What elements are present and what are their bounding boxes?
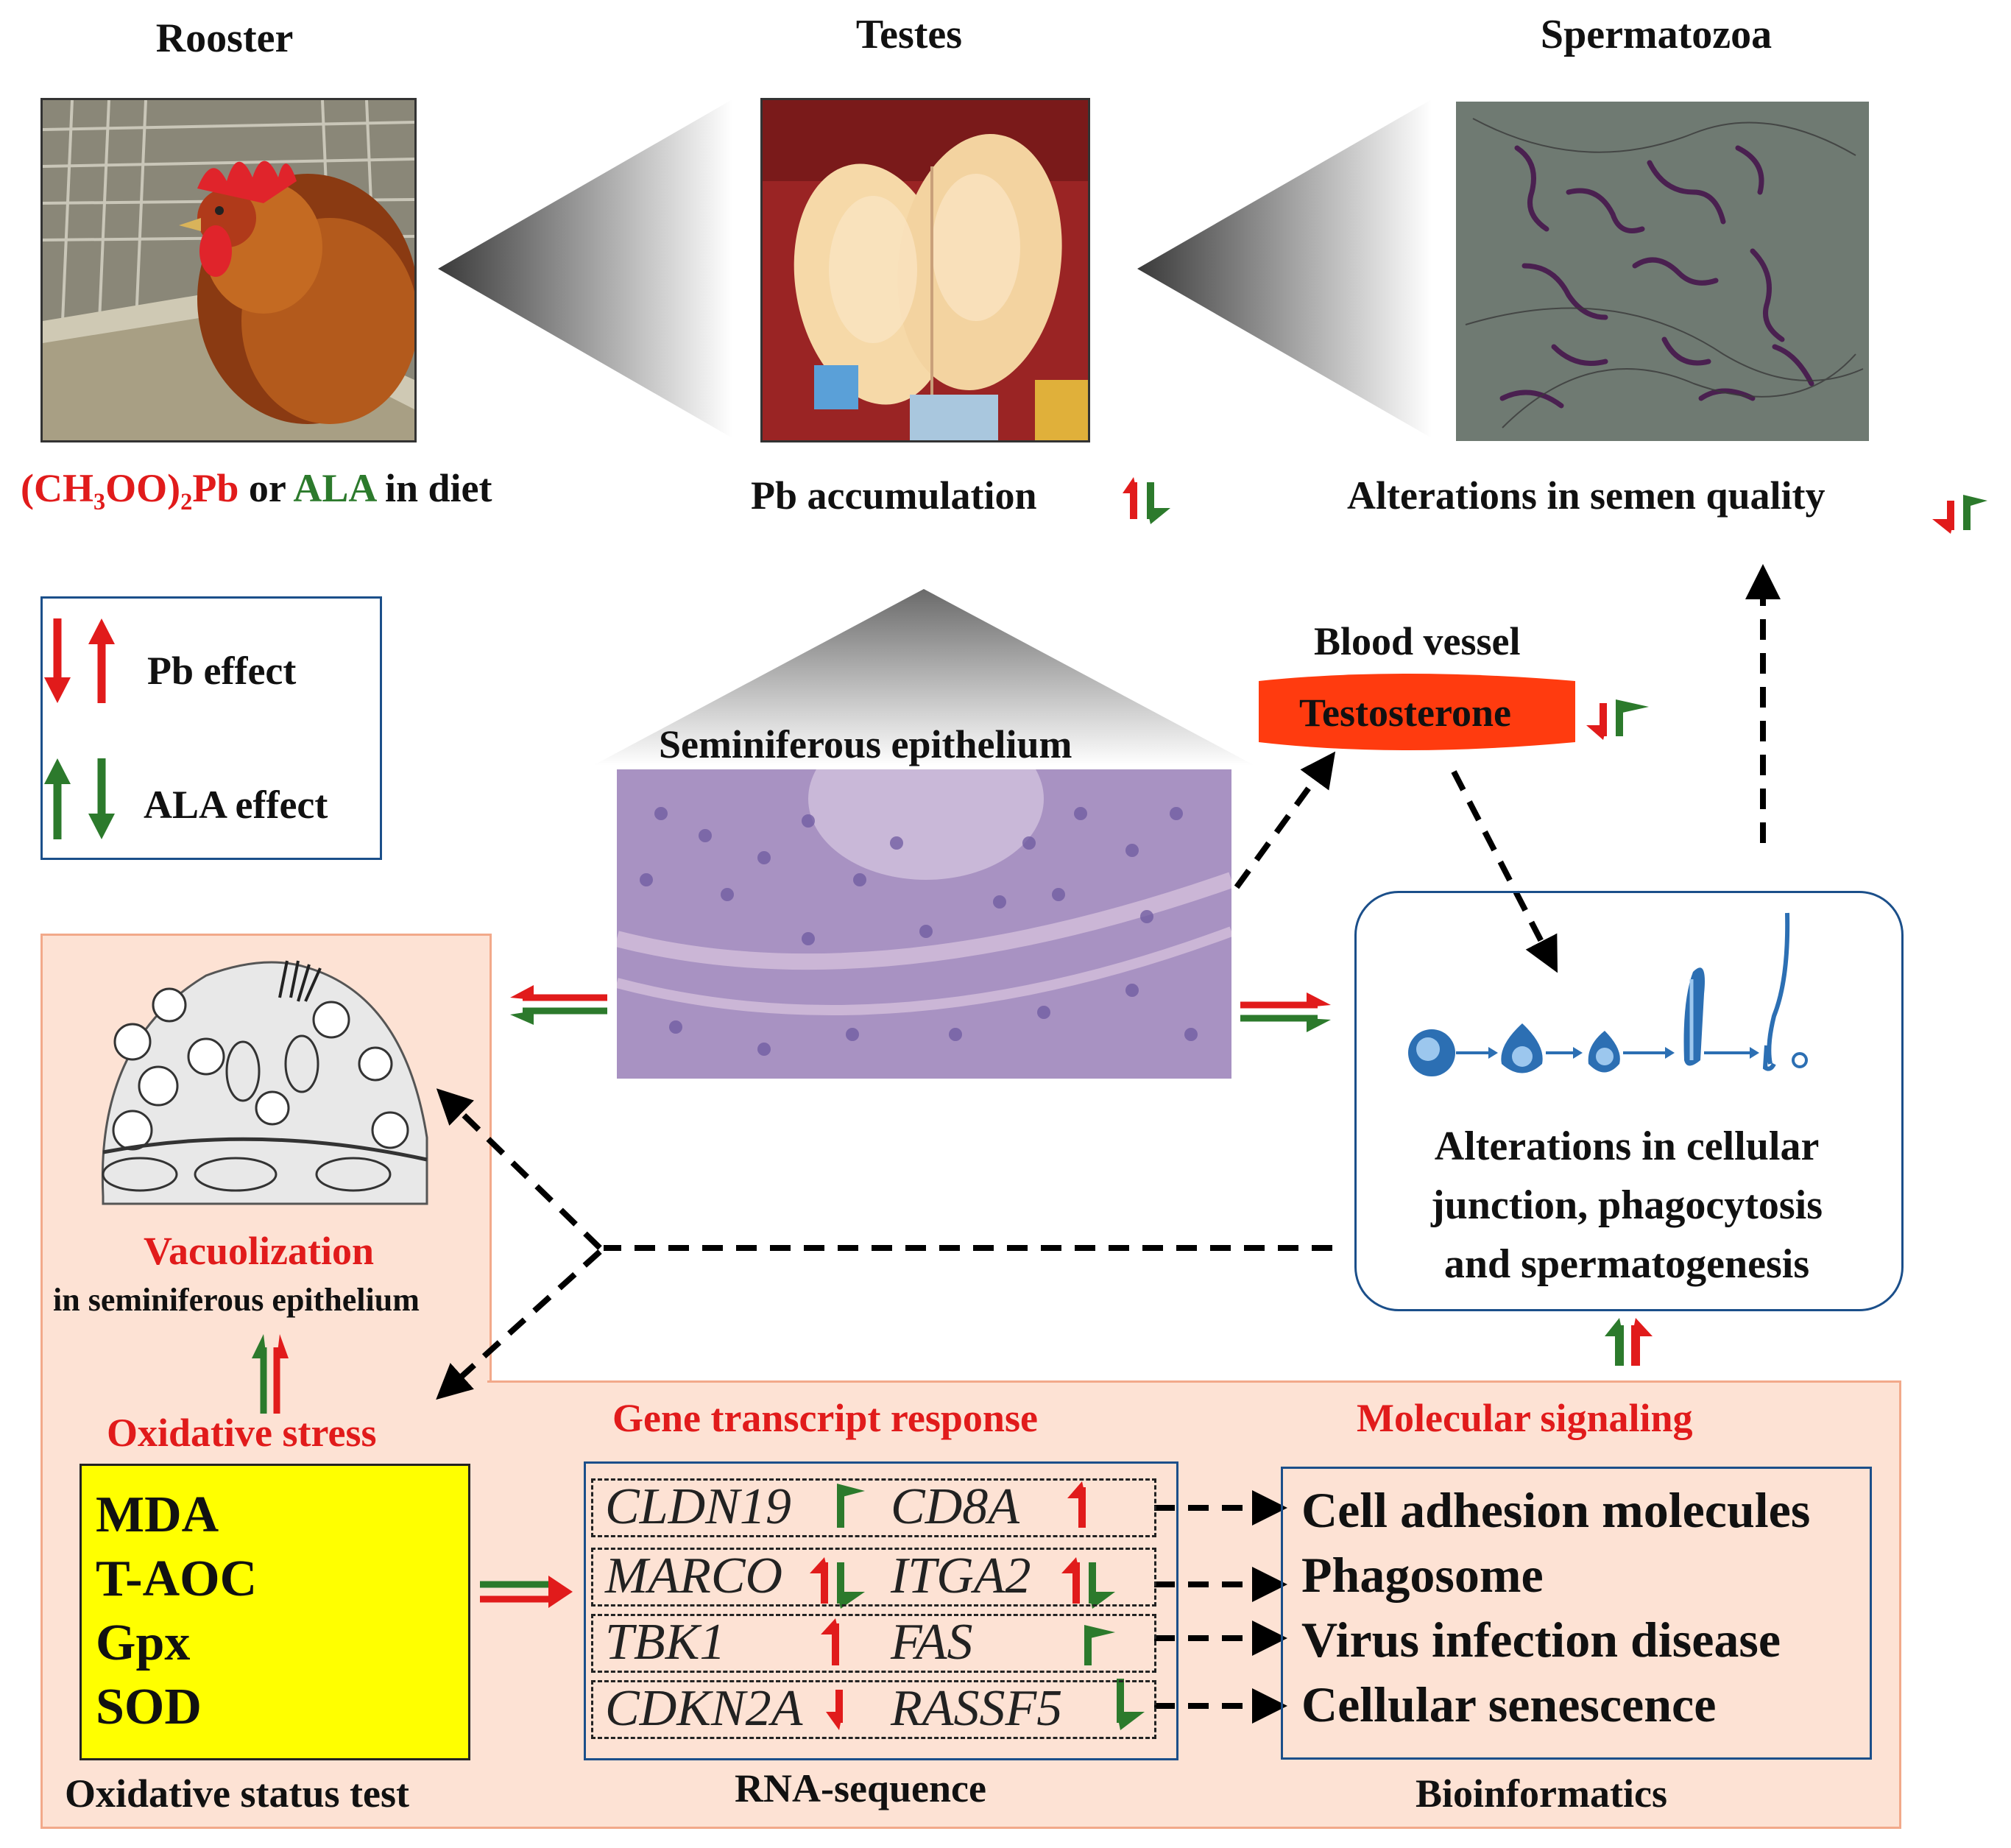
arrow-to-vacuolization — [510, 985, 607, 1025]
spermatogenesis-stages — [1408, 912, 1808, 1076]
spermatozoa-title: Spermatozoa — [1540, 12, 1773, 57]
gene-rassf5: RASSF5 — [891, 1680, 1063, 1737]
gene-cldn19: CLDN19 — [605, 1478, 791, 1535]
triangle-testes-to-rooster — [438, 99, 732, 438]
tbk1-glyph — [821, 1618, 839, 1665]
seminiferous-histology — [617, 769, 1231, 1079]
cellular-line-1: Alterations in cellular — [1434, 1124, 1820, 1169]
gene-tbk1: TBK1 — [605, 1614, 726, 1671]
testes-photo — [760, 98, 1090, 442]
signal-senescence: Cellular senescence — [1301, 1676, 1717, 1732]
gene-row-3 — [591, 1614, 1156, 1673]
cellular-line-2: junction, phagocytosis — [1430, 1182, 1823, 1228]
signal-virus: Virus infection disease — [1301, 1612, 1781, 1668]
blood-vessel-label: Blood vessel — [1314, 619, 1521, 663]
testosterone-glyph — [1586, 699, 1649, 740]
molecular-signaling-box — [1281, 1467, 1872, 1760]
legend-ala-symbol — [44, 758, 115, 839]
gene-row-4 — [591, 1680, 1156, 1739]
gene-cdkn2a: CDKN2A — [605, 1680, 803, 1737]
gene-fas: FAS — [891, 1614, 973, 1671]
marker-sod: SOD — [96, 1679, 202, 1735]
signal-phagosome: Phagosome — [1301, 1547, 1544, 1603]
legend-ala-label: ALA effect — [144, 783, 328, 827]
semen-quality-label: Alterations in semen quality — [1347, 473, 1826, 518]
spermatozoa-photo — [1456, 102, 1869, 441]
marker-taoc: T-AOC — [96, 1551, 258, 1607]
cldn19-glyph — [837, 1484, 865, 1528]
pb-accumulation-label: Pb accumulation — [751, 473, 1037, 518]
histology-illustration — [617, 769, 1231, 1079]
rna-sequence-label: RNA-sequence — [735, 1766, 986, 1810]
dashed-junction-to-vacuolization — [436, 1088, 602, 1250]
legend-box — [40, 596, 382, 860]
testosterone-label: Testosterone — [1299, 691, 1511, 735]
diet-suffix: in diet — [375, 466, 492, 510]
arrow-signaling-to-cellular — [1605, 1318, 1653, 1366]
triangle-sperm-to-testes — [1137, 99, 1432, 438]
diet-or: or — [238, 466, 294, 510]
rooster-title: Rooster — [155, 15, 294, 61]
oxidative-test-label: Oxidative status test — [65, 1771, 409, 1816]
vacuolization-sublabel: in seminiferous epithelium — [53, 1282, 420, 1318]
rassf5-glyph — [1117, 1679, 1145, 1730]
cd8a-glyph — [1067, 1481, 1086, 1528]
cellular-line-3: and spermatogenesis — [1443, 1241, 1810, 1287]
pb-accumulation-glyph — [1123, 477, 1170, 524]
fas-glyph — [1084, 1625, 1115, 1665]
oxidative-marker-box — [79, 1464, 470, 1760]
signal-cell-adhesion: Cell adhesion molecules — [1301, 1482, 1811, 1538]
cdkn2a-glyph — [826, 1690, 843, 1730]
marker-mda: MDA — [96, 1486, 219, 1543]
rooster-illustration — [43, 100, 414, 440]
marker-gpx: Gpx — [96, 1615, 191, 1671]
rooster-photo — [40, 98, 417, 442]
dashed-epithelium-to-testosterone — [1234, 751, 1336, 889]
arrow-oxidative-to-genes — [480, 1576, 573, 1608]
sperm-illustration — [1458, 104, 1867, 439]
semen-quality-glyph — [1932, 495, 1987, 534]
seminiferous-label: Seminiferous epithelium — [659, 722, 1072, 766]
gene-row-2 — [591, 1548, 1156, 1607]
diet-caption: (CH₃OO)₂Pb or ALA in diet — [21, 465, 492, 511]
vacuolization-label: Vacuolization — [144, 1229, 375, 1273]
legend-pb-symbol — [44, 618, 115, 703]
ala-label: ALA — [293, 466, 375, 510]
legend-pb-label: Pb effect — [147, 649, 297, 693]
blood-vessel-banner — [1259, 674, 1575, 750]
gene-row-1 — [591, 1478, 1156, 1537]
arrow-to-cellular — [1240, 992, 1331, 1032]
vacuolization-drawing — [88, 953, 434, 1226]
gene-cd8a: CD8A — [891, 1478, 1019, 1535]
testes-illustration — [763, 100, 1088, 440]
testes-title: Testes — [855, 12, 963, 57]
molecular-signaling-title: Molecular signaling — [1357, 1396, 1693, 1440]
gene-itga2: ITGA2 — [891, 1548, 1031, 1604]
cellular-alterations-box — [1354, 891, 1904, 1311]
dashed-testosterone-to-cellular — [1451, 770, 1558, 973]
lead-acetate-label: (CH₃OO)₂Pb — [21, 466, 239, 510]
gene-marco: MARCO — [605, 1548, 783, 1604]
gene-transcript-box — [584, 1461, 1178, 1760]
oxidative-stress-label: Oxidative stress — [107, 1411, 377, 1455]
dashed-junction-to-oxidative — [436, 1249, 602, 1400]
vacuolization-illustration — [101, 960, 428, 1205]
arrow-oxidative-to-vacuolization — [252, 1334, 289, 1414]
bioinformatics-label: Bioinformatics — [1416, 1771, 1667, 1816]
gene-transcript-title: Gene transcript response — [612, 1396, 1038, 1440]
triangle-epithelium-to-testes — [593, 589, 1255, 766]
